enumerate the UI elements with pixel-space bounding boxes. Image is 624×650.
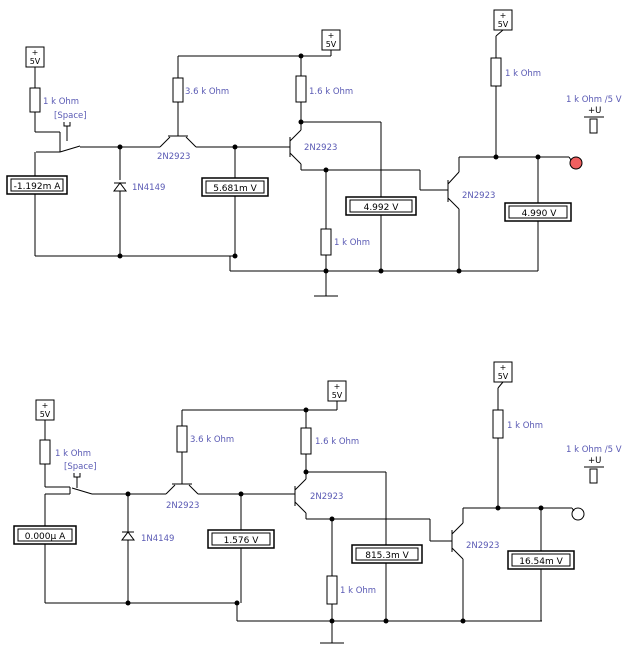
- resistor-input[interactable]: [29, 87, 41, 113]
- resistor-collector[interactable]: [300, 427, 312, 455]
- diode[interactable]: [113, 182, 127, 192]
- voltmeter-collector: 4.992 V: [345, 196, 417, 216]
- svg-text:+: +: [500, 11, 507, 20]
- switch-key-label: [Space]: [64, 462, 97, 472]
- indicator-lamp: [569, 156, 583, 170]
- resistor-collector-label: 1.6 k Ohm: [315, 437, 359, 447]
- supply-right[interactable]: + 5V: [493, 9, 513, 31]
- supply-left-label: 5V: [30, 57, 41, 66]
- resistor-input-label: 1 k Ohm: [43, 97, 79, 107]
- svg-text:+: +: [32, 48, 39, 57]
- q3-label: 2N2923: [462, 191, 495, 201]
- resistor-base-label: 3.6 k Ohm: [185, 87, 229, 97]
- voltmeter-collector-reading: 815.3m V: [365, 551, 409, 561]
- indicator-lamp: [571, 507, 585, 521]
- ammeter-reading: 0.000μ A: [25, 532, 66, 542]
- diode-label: 1N4149: [132, 183, 165, 193]
- ammeter: 0.000μ A: [13, 525, 77, 545]
- probe-symbol: +U: [588, 456, 601, 466]
- voltmeter-base-reading: 5.681m V: [213, 184, 257, 194]
- supply-left-label: 5V: [40, 410, 51, 419]
- switch-key-label: [Space]: [54, 111, 87, 121]
- resistor-input[interactable]: [39, 439, 51, 465]
- probe-label: 1 k Ohm /5 V: [566, 95, 622, 105]
- supply-right-label: 5V: [498, 372, 509, 381]
- resistor-collector[interactable]: [295, 75, 307, 103]
- ammeter: -1.192m A: [6, 175, 68, 195]
- resistor-output-label: 1 k Ohm: [505, 69, 541, 79]
- resistor-emitter-label: 1 k Ohm: [334, 238, 370, 248]
- supply-right-label: 5V: [498, 20, 509, 29]
- q1-label: 2N2923: [157, 152, 190, 162]
- resistor-base[interactable]: [172, 77, 184, 103]
- voltmeter-output: 4.990 V: [504, 202, 572, 222]
- supply-mid-label: 5V: [332, 391, 343, 400]
- transistor-q3[interactable]: [451, 522, 464, 560]
- circuit-top: + 5V 1 k Ohm [Space] -1.192m A: [6, 9, 622, 297]
- resistor-emitter[interactable]: [326, 575, 338, 605]
- switch[interactable]: [Space]: [36, 111, 120, 153]
- transistor-q1[interactable]: [165, 466, 199, 495]
- circuit-bottom: + 5V 1 k Ohm [Space] 0.000μ A 1: [13, 361, 622, 644]
- resistor-collector-label: 1.6 k Ohm: [309, 87, 353, 97]
- voltmeter-base: 5.681m V: [201, 177, 269, 197]
- voltmeter-base: 1.576 V: [207, 529, 275, 549]
- resistor-emitter[interactable]: [320, 228, 332, 256]
- supply-right[interactable]: + 5V: [493, 361, 513, 383]
- voltmeter-base-reading: 1.576 V: [224, 536, 260, 546]
- q2-label: 2N2923: [310, 492, 343, 502]
- resistor-output[interactable]: [490, 57, 502, 87]
- supply-mid[interactable]: + 5V: [321, 29, 341, 51]
- svg-text:+: +: [334, 382, 341, 391]
- probe-symbol: +U: [588, 106, 601, 116]
- diode-label: 1N4149: [141, 534, 174, 544]
- transistor-q2[interactable]: [289, 122, 302, 165]
- resistor-input-label: 1 k Ohm: [55, 449, 91, 459]
- q1-label: 2N2923: [166, 501, 199, 511]
- voltmeter-output-reading: 16.54m V: [519, 557, 563, 567]
- switch[interactable]: [Space]: [45, 462, 166, 495]
- supply-mid[interactable]: + 5V: [327, 380, 347, 402]
- voltmeter-output-reading: 4.990 V: [522, 209, 558, 219]
- resistor-output[interactable]: [492, 409, 504, 439]
- voltage-probe: 1 k Ohm /5 V +U: [566, 445, 622, 484]
- voltmeter-collector-reading: 4.992 V: [364, 203, 400, 213]
- ammeter-reading: -1.192m A: [14, 182, 62, 192]
- resistor-emitter-label: 1 k Ohm: [340, 586, 376, 596]
- q3-label: 2N2923: [466, 541, 499, 551]
- svg-text:+: +: [500, 363, 507, 372]
- transistor-q2[interactable]: [294, 472, 307, 514]
- supply-left[interactable]: + 5V: [35, 399, 55, 421]
- supply-mid-label: 5V: [326, 40, 337, 49]
- supply-left[interactable]: + 5V: [25, 46, 45, 68]
- q2-label: 2N2923: [304, 143, 337, 153]
- voltmeter-collector: 815.3m V: [351, 544, 423, 564]
- voltage-probe: 1 k Ohm /5 V +U: [566, 95, 622, 134]
- resistor-base[interactable]: [176, 425, 188, 453]
- svg-text:+: +: [42, 401, 49, 410]
- diode[interactable]: [121, 531, 135, 541]
- svg-text:+: +: [328, 31, 335, 40]
- probe-label: 1 k Ohm /5 V: [566, 445, 622, 455]
- voltmeter-output: 16.54m V: [507, 550, 575, 570]
- transistor-q3[interactable]: [447, 171, 460, 210]
- resistor-base-label: 3.6 k Ohm: [190, 435, 234, 445]
- transistor-q1[interactable]: [159, 120, 197, 148]
- resistor-output-label: 1 k Ohm: [507, 421, 543, 431]
